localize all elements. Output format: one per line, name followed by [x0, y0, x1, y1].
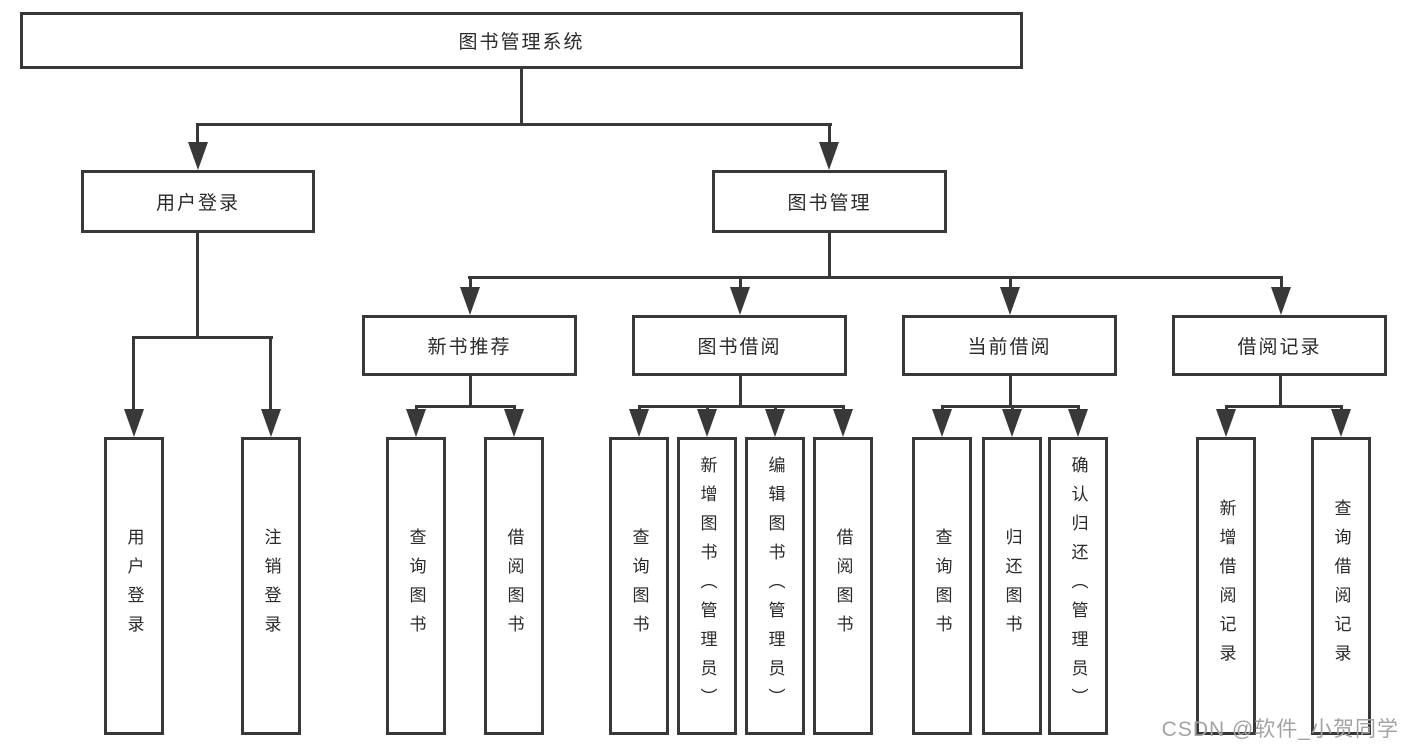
connector-line	[415, 405, 418, 412]
arrowhead-down-icon	[1002, 409, 1022, 437]
node-label: 查询借阅记录	[1331, 499, 1351, 673]
connector-line	[1225, 405, 1228, 412]
connector-line	[1225, 405, 1343, 408]
connector-line	[196, 123, 832, 126]
arrowhead-down-icon	[697, 409, 717, 437]
arrowhead-down-icon	[504, 409, 524, 437]
group-node-borrowing-records: 借阅记录	[1172, 315, 1387, 376]
connector-line	[1009, 276, 1012, 290]
node-label: 新增借阅记录	[1216, 499, 1236, 673]
arrowhead-down-icon	[124, 409, 144, 437]
arrowhead-down-icon	[1068, 409, 1088, 437]
node-label: 查询图书	[406, 528, 426, 644]
connector-line	[638, 405, 845, 408]
node-label: 新书推荐	[427, 337, 512, 358]
node-label: 新增图书（管理员）	[697, 455, 717, 717]
leaf-node-borrow-books: 借阅图书	[813, 437, 873, 735]
connector-line	[941, 405, 1080, 408]
connector-line	[468, 276, 1283, 279]
leaf-node-confirm-return-admin: 确认归还（管理员）	[1048, 437, 1108, 735]
connector-line	[828, 233, 831, 279]
connector-line	[132, 336, 135, 411]
node-label: 用户登录	[155, 193, 240, 214]
node-label: 查询图书	[629, 528, 649, 644]
arrowhead-down-icon	[1000, 287, 1020, 315]
connector-line	[1077, 405, 1080, 412]
node-label: 借阅图书	[504, 528, 524, 644]
node-label: 用户登录	[124, 528, 144, 644]
node-label: 借阅图书	[833, 528, 853, 644]
arrowhead-down-icon	[261, 409, 281, 437]
connector-line	[1009, 376, 1012, 408]
group-node-new-book-recommendation: 新书推荐	[362, 315, 577, 376]
branch-node-user-login: 用户登录	[81, 170, 315, 233]
arrowhead-down-icon	[819, 142, 839, 170]
arrowhead-down-icon	[460, 287, 480, 315]
arrowhead-down-icon	[1271, 287, 1291, 315]
arrowhead-down-icon	[629, 409, 649, 437]
group-node-current-borrowing: 当前借阅	[902, 315, 1117, 376]
leaf-node-query-borrow-record: 查询借阅记录	[1311, 437, 1371, 735]
connector-line	[520, 69, 523, 126]
connector-line	[828, 123, 831, 148]
node-label: 图书管理	[787, 193, 872, 214]
watermark: CSDN @软件_小贺同学	[1161, 718, 1399, 741]
connector-line	[469, 276, 472, 290]
leaf-node-edit-books-admin: 编辑图书（管理员）	[745, 437, 805, 735]
node-label: 确认归还（管理员）	[1068, 455, 1088, 717]
leaf-node-query-books: 查询图书	[609, 437, 669, 735]
leaf-node-add-books-admin: 新增图书（管理员）	[677, 437, 737, 735]
connector-line	[196, 233, 199, 339]
leaf-node-user-login: 用户登录	[104, 437, 164, 735]
node-label: 注销登录	[261, 528, 281, 644]
root-node-library-management-system: 图书管理系统	[20, 12, 1023, 69]
node-label: 当前借阅	[967, 337, 1052, 358]
arrowhead-down-icon	[833, 409, 853, 437]
arrowhead-down-icon	[932, 409, 952, 437]
connector-line	[842, 405, 845, 412]
leaf-node-return-books: 归还图书	[982, 437, 1042, 735]
arrowhead-down-icon	[406, 409, 426, 437]
node-label: 编辑图书（管理员）	[765, 455, 785, 717]
connector-line	[513, 405, 516, 412]
leaf-node-query-books: 查询图书	[912, 437, 972, 735]
connector-line	[269, 336, 272, 411]
connector-line	[196, 123, 199, 148]
node-label: 图书管理系统	[458, 32, 585, 53]
connector-line	[774, 405, 777, 412]
connector-line	[739, 376, 742, 408]
arrowhead-down-icon	[730, 287, 750, 315]
leaf-node-borrow-books: 借阅图书	[484, 437, 544, 735]
branch-node-book-management: 图书管理	[712, 170, 947, 233]
connector-line	[739, 276, 742, 290]
arrowhead-down-icon	[1216, 409, 1236, 437]
leaf-node-query-books: 查询图书	[386, 437, 446, 735]
connector-line	[132, 336, 273, 339]
leaf-node-logout: 注销登录	[241, 437, 301, 735]
connector-line	[1011, 405, 1014, 412]
connector-line	[706, 405, 709, 412]
connector-line	[469, 376, 472, 408]
node-label: 借阅记录	[1237, 337, 1322, 358]
node-label: 查询图书	[932, 528, 952, 644]
connector-line	[1340, 405, 1343, 412]
arrowhead-down-icon	[188, 142, 208, 170]
connector-line	[941, 405, 944, 412]
connector-line	[638, 405, 641, 412]
node-label: 归还图书	[1002, 528, 1022, 644]
leaf-node-add-borrow-record: 新增借阅记录	[1196, 437, 1256, 735]
arrowhead-down-icon	[765, 409, 785, 437]
node-label: 图书借阅	[697, 337, 782, 358]
connector-line	[1280, 276, 1283, 290]
connector-line	[415, 405, 516, 408]
connector-line	[1279, 376, 1282, 408]
group-node-book-borrowing: 图书借阅	[632, 315, 847, 376]
arrowhead-down-icon	[1331, 409, 1351, 437]
